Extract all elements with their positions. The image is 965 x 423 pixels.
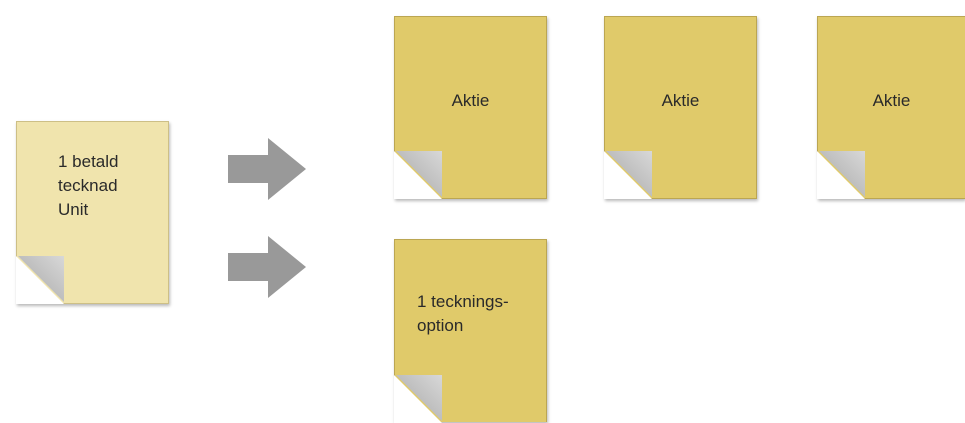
option-document-label: 1 tecknings- option — [417, 292, 509, 335]
arrow-right-icon — [228, 236, 306, 298]
share-document-label: Aktie — [661, 91, 700, 110]
share-document-label: Aktie — [872, 91, 911, 110]
share-document: Aktie — [817, 16, 965, 199]
unit-document-label: 1 betald tecknad Unit — [58, 152, 119, 219]
unit-document: 1 betald tecknad Unit — [16, 121, 169, 304]
arrow-right-icon — [228, 138, 306, 200]
option-document: 1 tecknings- option — [394, 239, 547, 423]
share-document-label: Aktie — [451, 91, 490, 110]
share-document: Aktie — [604, 16, 757, 199]
share-document: Aktie — [394, 16, 547, 199]
